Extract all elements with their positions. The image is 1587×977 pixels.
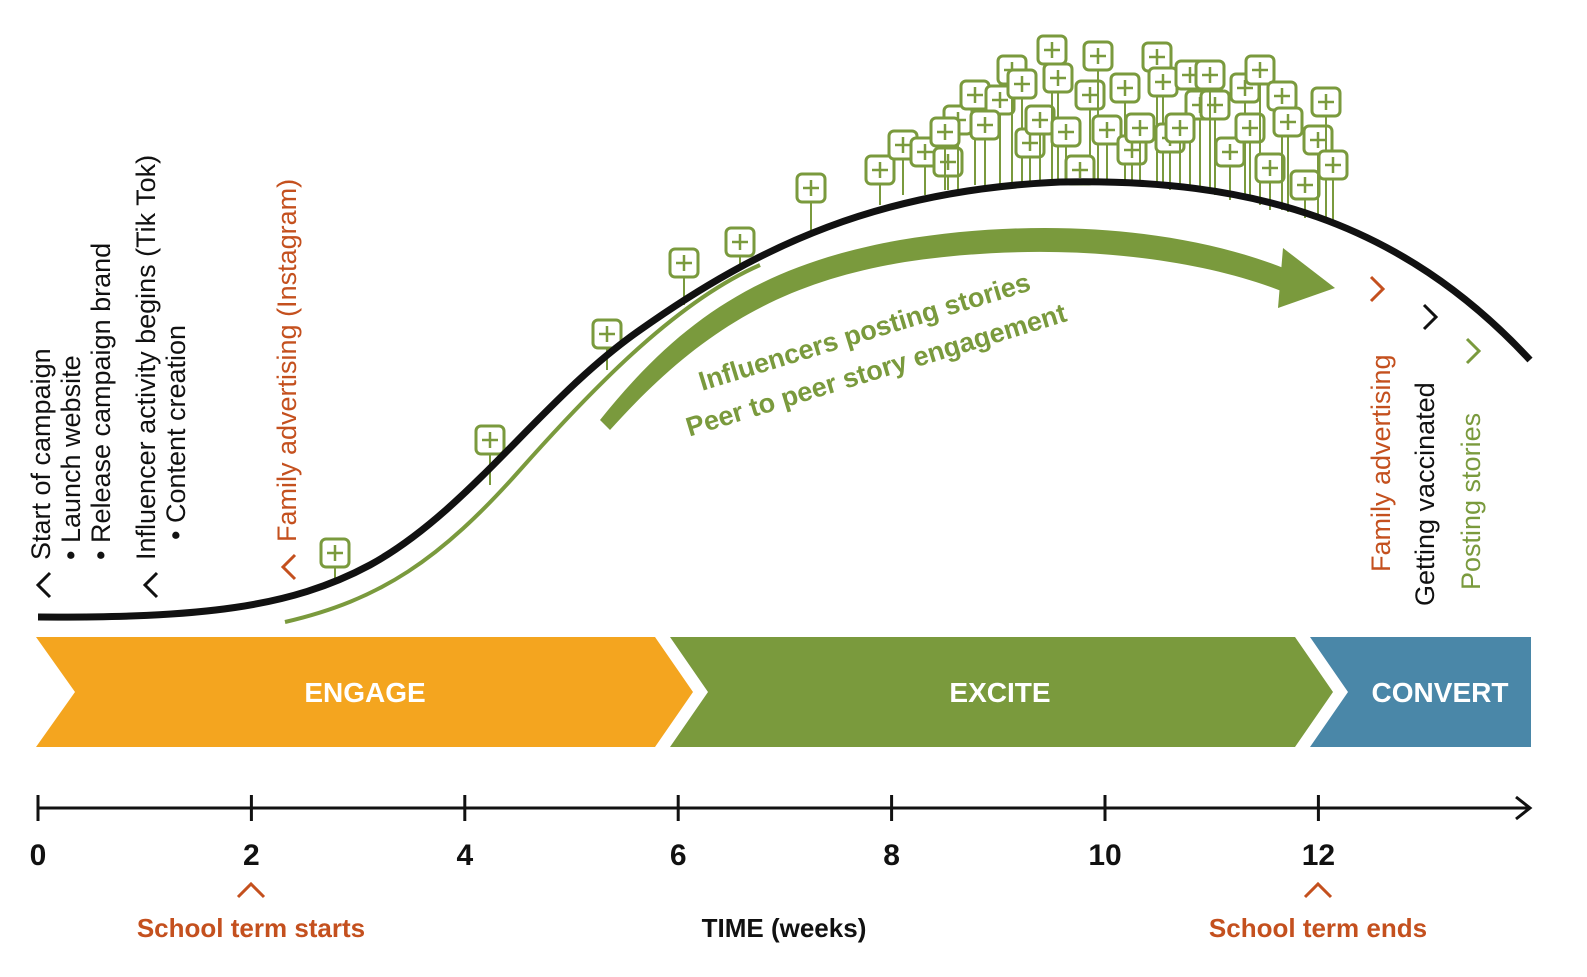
phase-engage [36, 637, 693, 747]
phase-excite-label: EXCITE [949, 677, 1050, 708]
phase-convert [1310, 637, 1531, 747]
axis-tick-label: 0 [30, 839, 47, 872]
caret-up-icon [1303, 881, 1333, 899]
plus-square-icon [474, 424, 506, 485]
axis-tick-label: 4 [456, 839, 473, 872]
plus-square-icon [929, 116, 961, 190]
chevron-left-icon [280, 553, 297, 581]
note-family-instagram: Family advertising (Instagram) [272, 179, 302, 542]
plus-square-icon [1124, 112, 1156, 185]
note-release: • Release campaign brand [86, 243, 116, 560]
term-end-label: School term ends [1209, 913, 1427, 943]
posts-layer [319, 34, 1349, 580]
plus-square-icon [1254, 152, 1286, 210]
plus-square-icon [1234, 112, 1266, 200]
caret-up-icon [236, 881, 266, 899]
plus-square-icon [1310, 86, 1342, 222]
phase-convert-label: CONVERT [1372, 677, 1509, 708]
phase-excite [670, 637, 1333, 747]
engagement-arrow-tail [284, 263, 761, 624]
axis-tick-label: 6 [670, 839, 687, 872]
note-start: Start of campaign [26, 348, 56, 560]
plus-square-icon [1064, 154, 1096, 186]
chevron-right-icon [1465, 337, 1482, 365]
chevron-left-icon [35, 571, 52, 599]
plus-square-icon [724, 226, 756, 270]
plus-square-icon [1014, 127, 1046, 185]
campaign-curve [37, 178, 1533, 621]
note-content: • Content creation [161, 325, 191, 540]
plus-square-icon [319, 537, 351, 580]
engagement-arrow-head [1278, 248, 1335, 308]
plus-square-icon [1199, 89, 1231, 195]
axis-tick-label: 10 [1088, 839, 1121, 872]
note-launch: • Launch website [56, 355, 86, 560]
axis-arrow-icon [1515, 795, 1533, 821]
note-family: Family advertising [1366, 354, 1396, 572]
axis-tick-label: 12 [1302, 839, 1335, 872]
plus-square-icon [1244, 54, 1276, 205]
right-notes: Family advertising Getting vaccinated Po… [1366, 275, 1486, 606]
chevron-right-icon [1422, 303, 1439, 331]
plus-square-icon [1317, 149, 1349, 225]
plus-square-icon [969, 109, 1001, 185]
axis-tick-label: 2 [243, 839, 260, 872]
engagement-arrow-body [600, 227, 1300, 430]
chevron-left-icon [142, 571, 159, 599]
chevron-right-icon [1369, 275, 1386, 303]
plus-square-icon [864, 154, 896, 205]
time-axis: 0 2 4 6 8 10 12 TIME (weeks) [30, 795, 1533, 943]
plus-square-icon [1272, 106, 1304, 212]
plus-square-icon [668, 247, 700, 305]
left-notes: Start of campaign • Launch website • Rel… [26, 155, 302, 599]
axis-label: TIME (weeks) [702, 913, 867, 943]
plus-square-icon [795, 172, 827, 230]
axis-tick-label: 8 [883, 839, 900, 872]
note-influencer: Influencer activity begins (Tik Tok) [131, 155, 161, 560]
note-vaccinated: Getting vaccinated [1410, 382, 1440, 606]
plus-square-icon [1289, 169, 1321, 218]
plus-square-icon [1164, 112, 1196, 190]
term-start-label: School term starts [137, 913, 365, 943]
plus-square-icon [1194, 59, 1226, 190]
plus-square-icon [1006, 68, 1038, 185]
note-posting: Posting stories [1456, 413, 1486, 590]
plus-square-icon [932, 146, 964, 190]
plus-square-icon [1091, 114, 1123, 185]
phase-engage-label: ENGAGE [304, 677, 425, 708]
